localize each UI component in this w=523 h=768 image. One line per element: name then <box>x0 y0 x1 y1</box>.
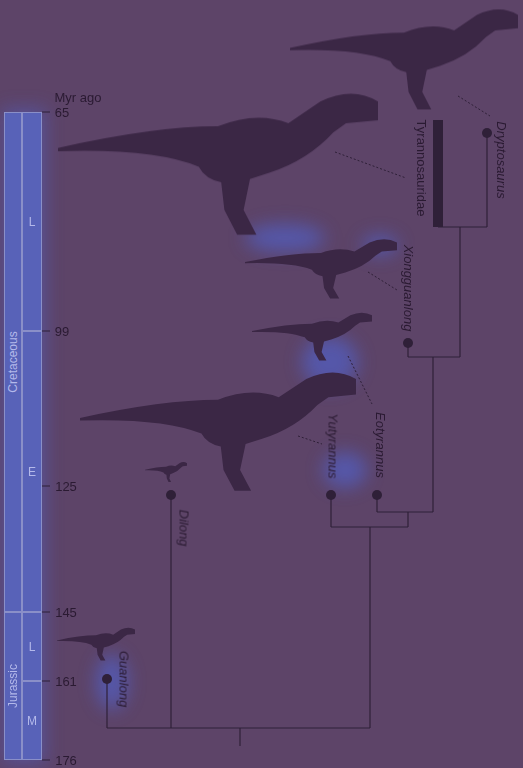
dinosaur-silhouette <box>57 10 518 661</box>
tip-dot <box>102 128 492 684</box>
age-tick-label: 145 <box>55 606 77 619</box>
tree-branch <box>107 133 487 746</box>
age-tick-label: 161 <box>55 675 77 688</box>
axis-title: Myr ago <box>55 91 102 104</box>
taxon-name: Guanlong <box>118 651 131 707</box>
leader-line <box>298 96 490 444</box>
glow <box>2 108 398 764</box>
time-band: L <box>22 612 42 681</box>
epoch-name: L <box>29 641 36 653</box>
period-name: Cretaceous <box>7 331 19 392</box>
taxon-name: Eotyrannus <box>374 412 387 478</box>
age-tick-label: 99 <box>55 325 69 338</box>
age-tick-label: 65 <box>55 106 69 119</box>
period-name: Jurassic <box>7 664 19 708</box>
age-tick-label: 176 <box>55 753 77 766</box>
range-bar <box>433 120 443 227</box>
taxon-name: Dryptosaurus <box>495 121 508 198</box>
time-band: Jurassic <box>4 612 22 760</box>
taxon-name: Dilong <box>178 510 191 547</box>
age-tick-label: 125 <box>55 480 77 493</box>
taxon-name: Tyrannosauridae <box>415 120 428 217</box>
epoch-name: M <box>27 715 37 727</box>
time-band: E <box>22 331 42 612</box>
taxon-name: Xiongguanlong <box>402 245 415 332</box>
time-band: M <box>22 681 42 760</box>
time-tick <box>42 112 50 760</box>
taxon-name: Yutyrannus <box>327 413 340 478</box>
epoch-name: E <box>28 466 36 478</box>
epoch-name: L <box>29 216 36 228</box>
time-band: Cretaceous <box>4 112 22 612</box>
time-band: L <box>22 112 42 331</box>
